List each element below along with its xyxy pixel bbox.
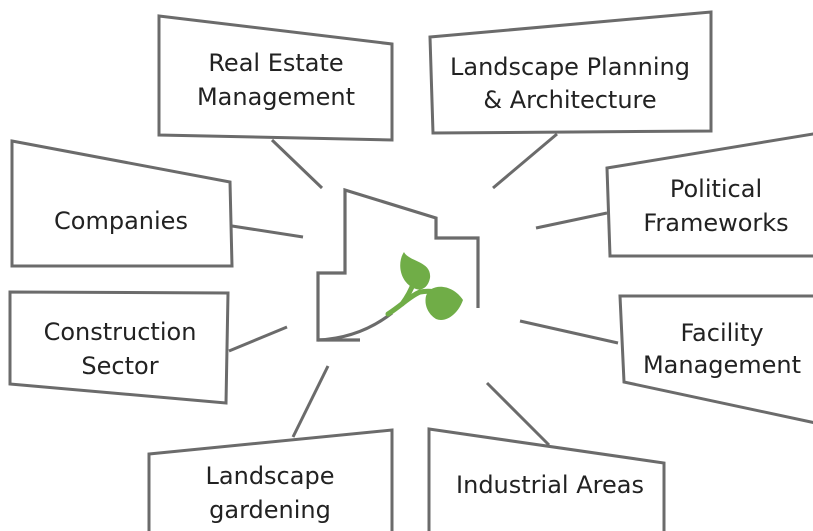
house-roof-curve: [317, 311, 393, 342]
node-facility-line2: Management: [643, 351, 801, 379]
node-political-line2: Frameworks: [643, 209, 788, 237]
connector-landscape-gardening: [291, 365, 330, 438]
node-landscape-planning: Landscape Planning & Architecture: [428, 10, 713, 135]
sprout-leaf-lower: [425, 286, 463, 320]
node-landscape-gardening-line2: gardening: [209, 496, 331, 524]
connector-facility: [519, 319, 619, 345]
connectors: [228, 132, 619, 447]
node-construction-line2: Sector: [81, 352, 158, 380]
node-real-estate-line1: Real Estate: [208, 49, 343, 77]
sprout-leaf-upper: [400, 252, 431, 290]
node-real-estate-line2: Management: [197, 83, 355, 111]
node-landscape-gardening: Landscape gardening: [147, 428, 394, 531]
node-construction-line1: Construction: [44, 318, 197, 346]
connector-companies: [231, 224, 304, 239]
node-real-estate: Real Estate Management: [157, 14, 394, 142]
node-companies: Companies: [10, 139, 234, 268]
node-industrial-line1: Industrial Areas: [456, 471, 644, 499]
connector-landscape-planning: [492, 132, 558, 190]
node-facility-line1: Facility: [680, 319, 763, 347]
node-political: Political Frameworks: [605, 132, 813, 258]
node-landscape-planning-line2: & Architecture: [483, 86, 656, 114]
node-industrial: Industrial Areas: [427, 427, 666, 531]
node-companies-line1: Companies: [54, 207, 188, 235]
node-landscape-planning-line1: Landscape Planning: [450, 53, 690, 81]
connector-real-estate: [270, 138, 324, 190]
connector-construction: [228, 325, 288, 353]
connector-political: [535, 211, 608, 230]
node-facility: Facility Management: [618, 294, 813, 424]
house-outline: [316, 187, 480, 342]
connector-industrial: [485, 381, 551, 447]
node-landscape-gardening-line1: Landscape: [206, 462, 335, 490]
node-construction: Construction Sector: [8, 290, 230, 405]
node-political-line1: Political: [670, 175, 762, 203]
house-outline-with-sprout-icon: [316, 187, 480, 342]
